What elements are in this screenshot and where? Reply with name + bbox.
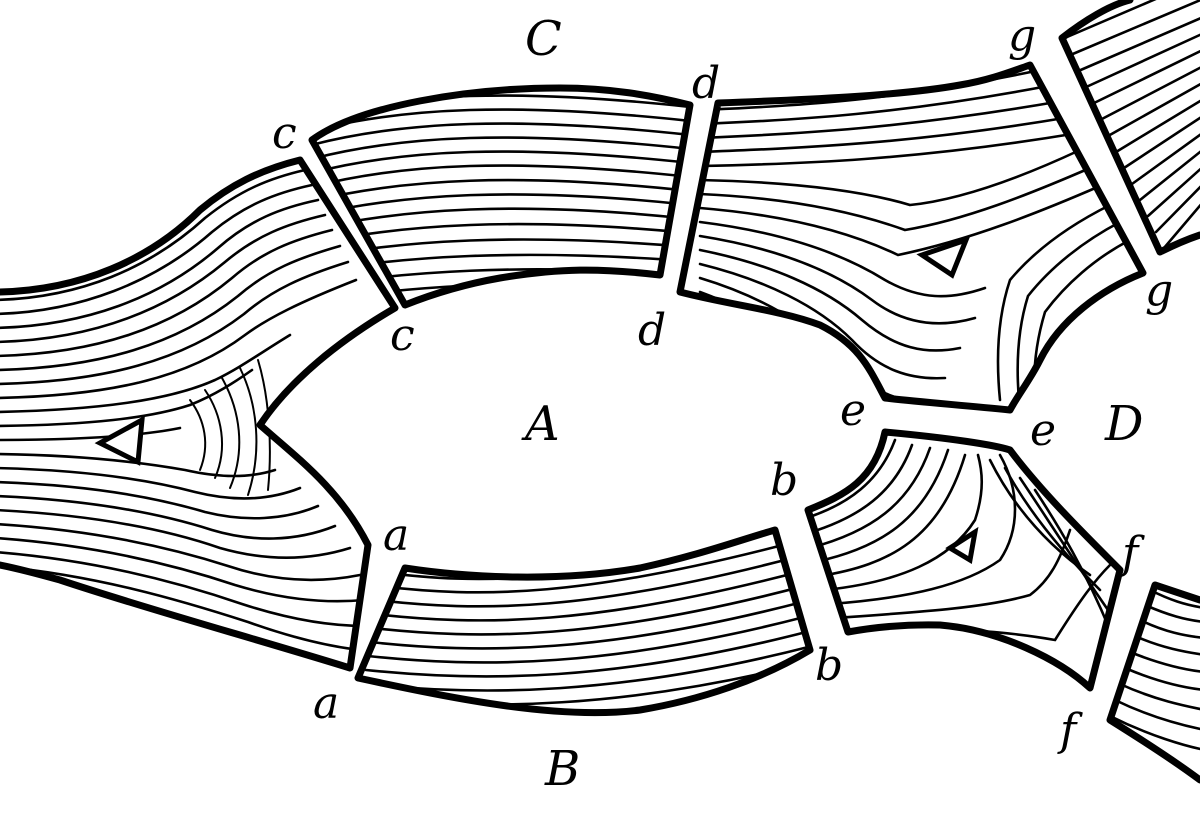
label-b-top: b xyxy=(770,455,798,506)
label-region-d: D xyxy=(1104,396,1143,452)
label-e-right: e xyxy=(1030,405,1056,456)
label-e-left: e xyxy=(840,385,866,436)
label-region-b: B xyxy=(544,741,580,797)
wood-piece-e xyxy=(804,428,1124,692)
label-f-top: f xyxy=(1119,528,1145,579)
wood-piece-left xyxy=(0,156,399,672)
wood-piece-b xyxy=(354,526,814,717)
label-c-bottom: c xyxy=(390,310,415,361)
label-g-bottom: g xyxy=(1145,265,1173,316)
label-g-top: g xyxy=(1008,10,1036,61)
label-region-c: C xyxy=(525,11,562,67)
wood-piece-c xyxy=(308,84,694,309)
label-c-top: c xyxy=(272,108,297,159)
label-a-top: a xyxy=(383,510,409,561)
wood-piece-g xyxy=(1058,0,1200,256)
label-d-bottom: d xyxy=(638,305,666,356)
label-a-bottom: a xyxy=(313,678,339,729)
label-f-bottom: f xyxy=(1057,705,1083,756)
label-b-bottom: b xyxy=(815,640,843,691)
label-d-top: d xyxy=(692,58,720,109)
label-region-a: A xyxy=(521,396,560,452)
wood-piece-d xyxy=(676,61,1147,414)
wood-piece-f xyxy=(1106,581,1200,784)
diagram-labels: C A B D c c d d g g e e a a b b f f xyxy=(272,10,1173,797)
